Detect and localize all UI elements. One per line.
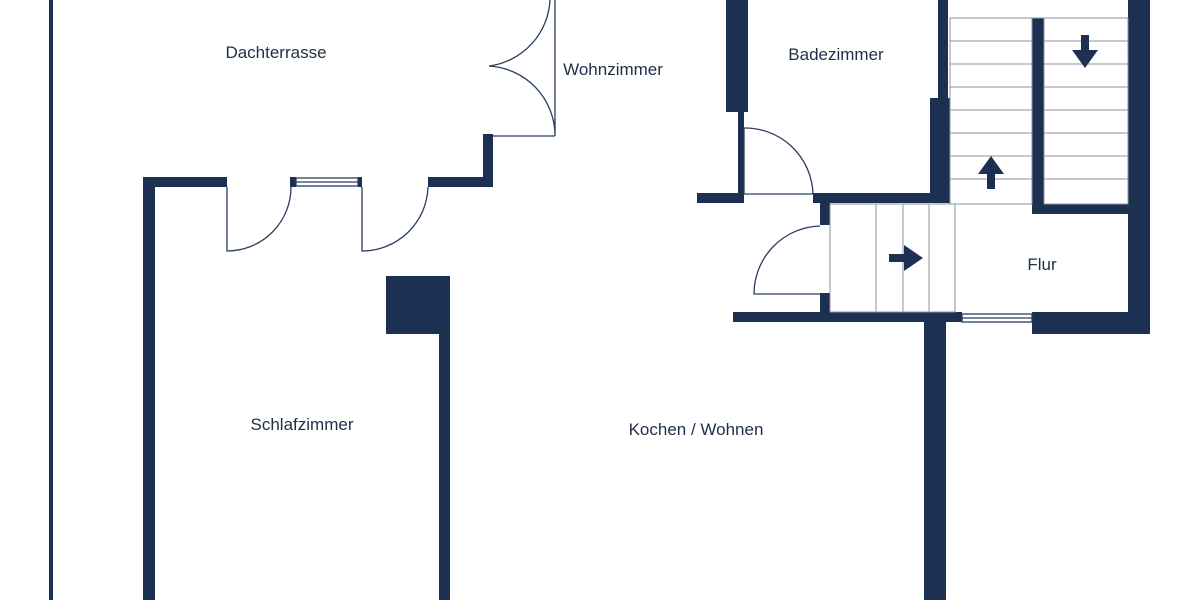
door-flur	[753, 225, 821, 295]
wall-bad-bottom-left	[697, 193, 744, 203]
stair-flur	[829, 203, 956, 313]
wall-stair-mid	[1032, 18, 1044, 214]
wall-terrace-step	[483, 136, 493, 187]
wall-bad-left-upper	[726, 0, 748, 112]
wall-schlafzimmer-top-mid2	[358, 177, 362, 187]
wall-kochen-right	[924, 312, 946, 600]
wall-schlafzimmer-top-mid	[290, 177, 296, 187]
wall-schlafzimmer-right	[439, 334, 450, 600]
room-label-kochen-wohnen: Kochen / Wohnen	[628, 420, 764, 439]
wall-flur-bottom-right	[1032, 312, 1150, 334]
door-wohnzimmer-2	[488, 0, 551, 67]
wall-bad-bottom-right	[813, 193, 950, 203]
room-label-dachterrasse: Dachterrasse	[225, 43, 327, 62]
wall-flur-bottom-left	[733, 312, 962, 322]
door-wohnzimmer	[488, 0, 556, 137]
doors	[226, 0, 1033, 323]
chimney-block	[386, 276, 450, 334]
wall-bad-right	[930, 98, 950, 203]
door-bad	[743, 127, 814, 195]
wall-terrace-step-top	[483, 134, 493, 138]
room-label-flur: Flur	[1027, 255, 1057, 274]
room-label-badezimmer: Badezimmer	[788, 45, 884, 64]
arrow-right-icon	[889, 245, 923, 271]
wall-flur-left-top	[820, 203, 830, 225]
arrow-down-icon	[1072, 35, 1098, 68]
wall-stair-bottom	[1032, 204, 1130, 214]
room-label-wohnzimmer: Wohnzimmer	[563, 60, 663, 79]
arrow-up-icon	[978, 156, 1004, 189]
wall-schlafzimmer-left	[143, 177, 155, 600]
wall-schlafzimmer-top-right	[428, 177, 493, 187]
door-terrace-right	[361, 186, 429, 252]
wall-schlafzimmer-top-left	[143, 177, 227, 187]
door-terrace-left	[226, 186, 292, 252]
wall-right-outer	[1128, 0, 1150, 334]
room-label-schlafzimmer: Schlafzimmer	[250, 415, 354, 434]
wall-flur-left-bottom	[820, 293, 830, 313]
walls	[49, 0, 1150, 600]
wall-left-outer	[49, 0, 53, 600]
wall-bad-left-lower	[738, 112, 744, 194]
wall-bad-right-upper	[938, 0, 948, 105]
